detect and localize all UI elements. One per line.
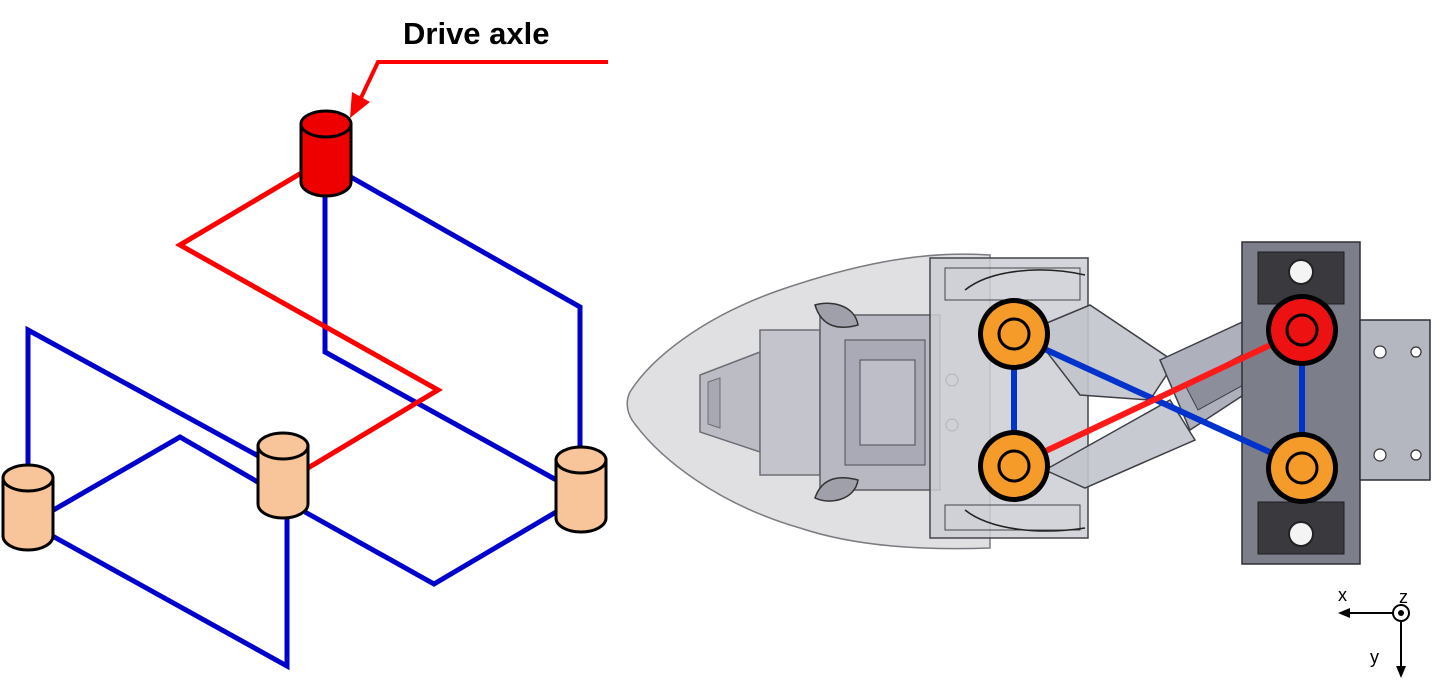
bolt-hole-top [1288, 259, 1314, 285]
passive-axle-center [256, 431, 310, 520]
bolt-hole-bottom [1288, 521, 1314, 547]
joint-front-top [978, 298, 1050, 370]
callout-arrowhead [350, 92, 370, 118]
cad-top-view [626, 241, 1431, 565]
passive-link-left-back [48, 434, 277, 515]
linkage-schematic: Drive axle [1, 16, 608, 671]
y-axis-arrowhead [1396, 666, 1406, 678]
x-axis-label: x [1338, 585, 1347, 605]
passive-link-drive-to-right [340, 169, 583, 460]
drive-linkage [175, 169, 443, 471]
drive-link [175, 169, 443, 471]
passive-link-left-front [36, 508, 290, 671]
callout-label: Drive axle [403, 16, 550, 51]
mounting-bracket [1241, 241, 1431, 565]
z-axis-label: z [1399, 587, 1408, 607]
passive-axle-right [554, 445, 608, 534]
overlay-drive-diagonal [1012, 327, 1304, 469]
coordinate-axes: x y z [1338, 585, 1410, 678]
passive-linkages [25, 169, 583, 671]
y-axis-label: y [1370, 647, 1379, 667]
passive-link-left-to-center [25, 325, 264, 470]
passive-link-drive-to-center [322, 190, 562, 485]
nose-housing [626, 253, 991, 550]
drive-axle-callout: Drive axle [350, 16, 608, 118]
passive-axle-left [1, 463, 55, 552]
joint-rear-bottom [1266, 432, 1338, 504]
joint-drive-axle [1266, 294, 1338, 366]
joint-front-bottom [978, 430, 1050, 502]
passive-link-center-front [303, 502, 570, 587]
drive-axle-cylinder [299, 109, 353, 198]
x-axis-arrowhead [1338, 608, 1350, 618]
callout-leader-line [358, 60, 608, 101]
